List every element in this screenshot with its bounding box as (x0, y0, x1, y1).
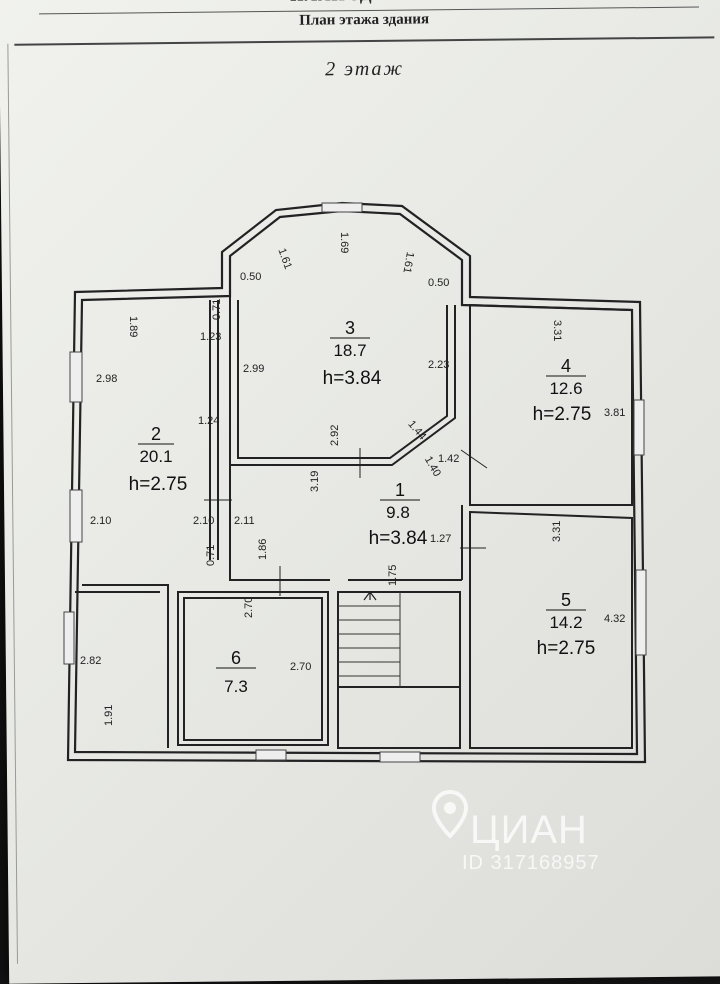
inner-walls (75, 296, 633, 749)
room-2-height: h=2.75 (129, 474, 188, 495)
dim-2-70-left: 2.70 (243, 597, 255, 618)
dim-2-10-left: 2.10 (90, 515, 111, 527)
dim-1-61-left: 1.61 (275, 247, 294, 271)
cian-watermark-id: ID 317168957 (462, 852, 600, 874)
stair-arrow-icon (363, 591, 377, 601)
dim-3-19: 3.19 (309, 471, 321, 492)
dim-1-44: 1.44 (405, 418, 428, 442)
dim-1-27: 1.27 (430, 533, 451, 545)
dim-1-42: 1.42 (438, 453, 459, 465)
room-3-area: 18.7 (333, 341, 366, 360)
outer-walls (66, 201, 647, 764)
dim-0-71: 0.71 (211, 299, 223, 320)
room-1-number: 1 (395, 480, 405, 500)
room-2-area: 20.1 (139, 447, 172, 466)
dim-0-50-right: 0.50 (428, 277, 449, 289)
stairs (338, 592, 401, 687)
room-5-number: 5 (561, 590, 571, 610)
cian-watermark-brand: ЦИАН (470, 808, 588, 852)
dimension-labels: 1.69 1.61 1.61 0.50 0.50 1.89 0.71 1.23 … (80, 232, 625, 726)
dim-4-32: 4.32 (604, 613, 625, 625)
dim-2-99: 2.99 (243, 363, 264, 375)
room-6-number: 6 (231, 648, 241, 668)
dim-3-31-bottom: 3.31 (551, 521, 563, 542)
dim-1-24: 1.24 (198, 415, 219, 427)
dim-1-89: 1.89 (127, 316, 139, 337)
floor-plan: 3 18.7 h=3.84 2 20.1 h=2.75 4 12.6 h=2.7… (63, 201, 647, 764)
dim-1-86: 1.86 (257, 539, 269, 560)
dim-0-50-left: 0.50 (240, 271, 261, 283)
room-4-number: 4 (561, 356, 571, 376)
room-4-area: 12.6 (549, 379, 582, 398)
room-4-height: h=2.75 (533, 404, 592, 425)
cian-pin-icon (431, 789, 469, 839)
room-3-height: h=3.84 (323, 368, 382, 389)
door-ticks (204, 448, 488, 596)
dim-2-70-right: 2.70 (290, 661, 311, 673)
room-labels: 3 18.7 h=3.84 2 20.1 h=2.75 4 12.6 h=2.7… (129, 318, 596, 696)
windows (63, 202, 647, 763)
room-5-area: 14.2 (549, 613, 582, 632)
dim-1-69: 1.69 (338, 232, 350, 253)
dim-2-23: 2.23 (428, 359, 449, 371)
room-1-height: h=3.84 (369, 528, 428, 549)
room-6-area: 7.3 (224, 677, 248, 696)
dim-1-75: 1.75 (387, 565, 399, 586)
room-5-height: h=2.75 (537, 638, 596, 659)
dim-1-61-right: 1.61 (400, 251, 416, 274)
room-1-area: 9.8 (386, 503, 410, 522)
dim-1-23: 1.23 (200, 331, 221, 343)
room-2-number: 2 (151, 424, 161, 444)
dim-1-91: 1.91 (103, 705, 115, 726)
dim-2-98: 2.98 (96, 373, 117, 385)
dim-3-81: 3.81 (604, 407, 625, 419)
dim-2-10-mid: 2.10 (193, 515, 214, 527)
dim-2-11: 2.11 (234, 515, 255, 527)
dim-3-31-top: 3.31 (551, 320, 563, 341)
dim-0-71-b: 0.71 (205, 545, 217, 566)
room-3-number: 3 (345, 318, 355, 338)
dim-2-82: 2.82 (80, 655, 101, 667)
dim-2-92: 2.92 (329, 425, 341, 446)
